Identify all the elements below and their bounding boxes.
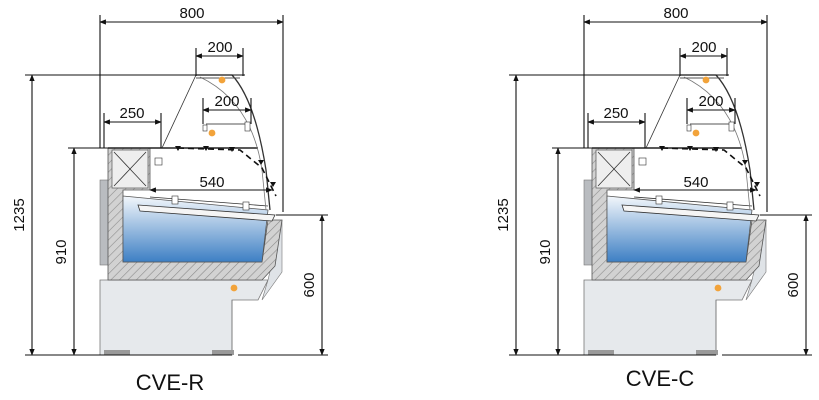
counter-diagram-cve-c: 800 200 200 250 540 1235 910 600 CVE-C (495, 5, 812, 391)
diagram-caption: CVE-R (136, 370, 204, 395)
dim-counter-height: 910 (537, 239, 554, 264)
diagram-caption: CVE-C (626, 366, 695, 391)
dim-base-height: 600 (785, 272, 802, 297)
dim-tray-depth: 540 (199, 174, 224, 191)
dim-back-work-depth: 250 (119, 105, 144, 122)
counter-section-drawing (509, 15, 812, 355)
dim-total-depth: 800 (179, 5, 204, 22)
dim-tray-depth: 540 (683, 174, 708, 191)
dim-top-shelf-depth: 200 (207, 39, 232, 56)
dim-mid-shelf-depth: 200 (698, 93, 723, 110)
dim-total-height: 1235 (495, 198, 512, 231)
counter-section-drawing (25, 15, 328, 355)
dim-mid-shelf-depth: 200 (214, 93, 239, 110)
dim-counter-height: 910 (53, 239, 70, 264)
dim-total-depth: 800 (663, 5, 688, 22)
dim-total-height: 1235 (11, 198, 28, 231)
dim-top-shelf-depth: 200 (691, 39, 716, 56)
dim-base-height: 600 (301, 272, 318, 297)
dim-back-work-depth: 250 (603, 105, 628, 122)
counter-diagram-cve-r: 800 200 200 250 540 1235 910 600 CVE-R (11, 5, 328, 395)
